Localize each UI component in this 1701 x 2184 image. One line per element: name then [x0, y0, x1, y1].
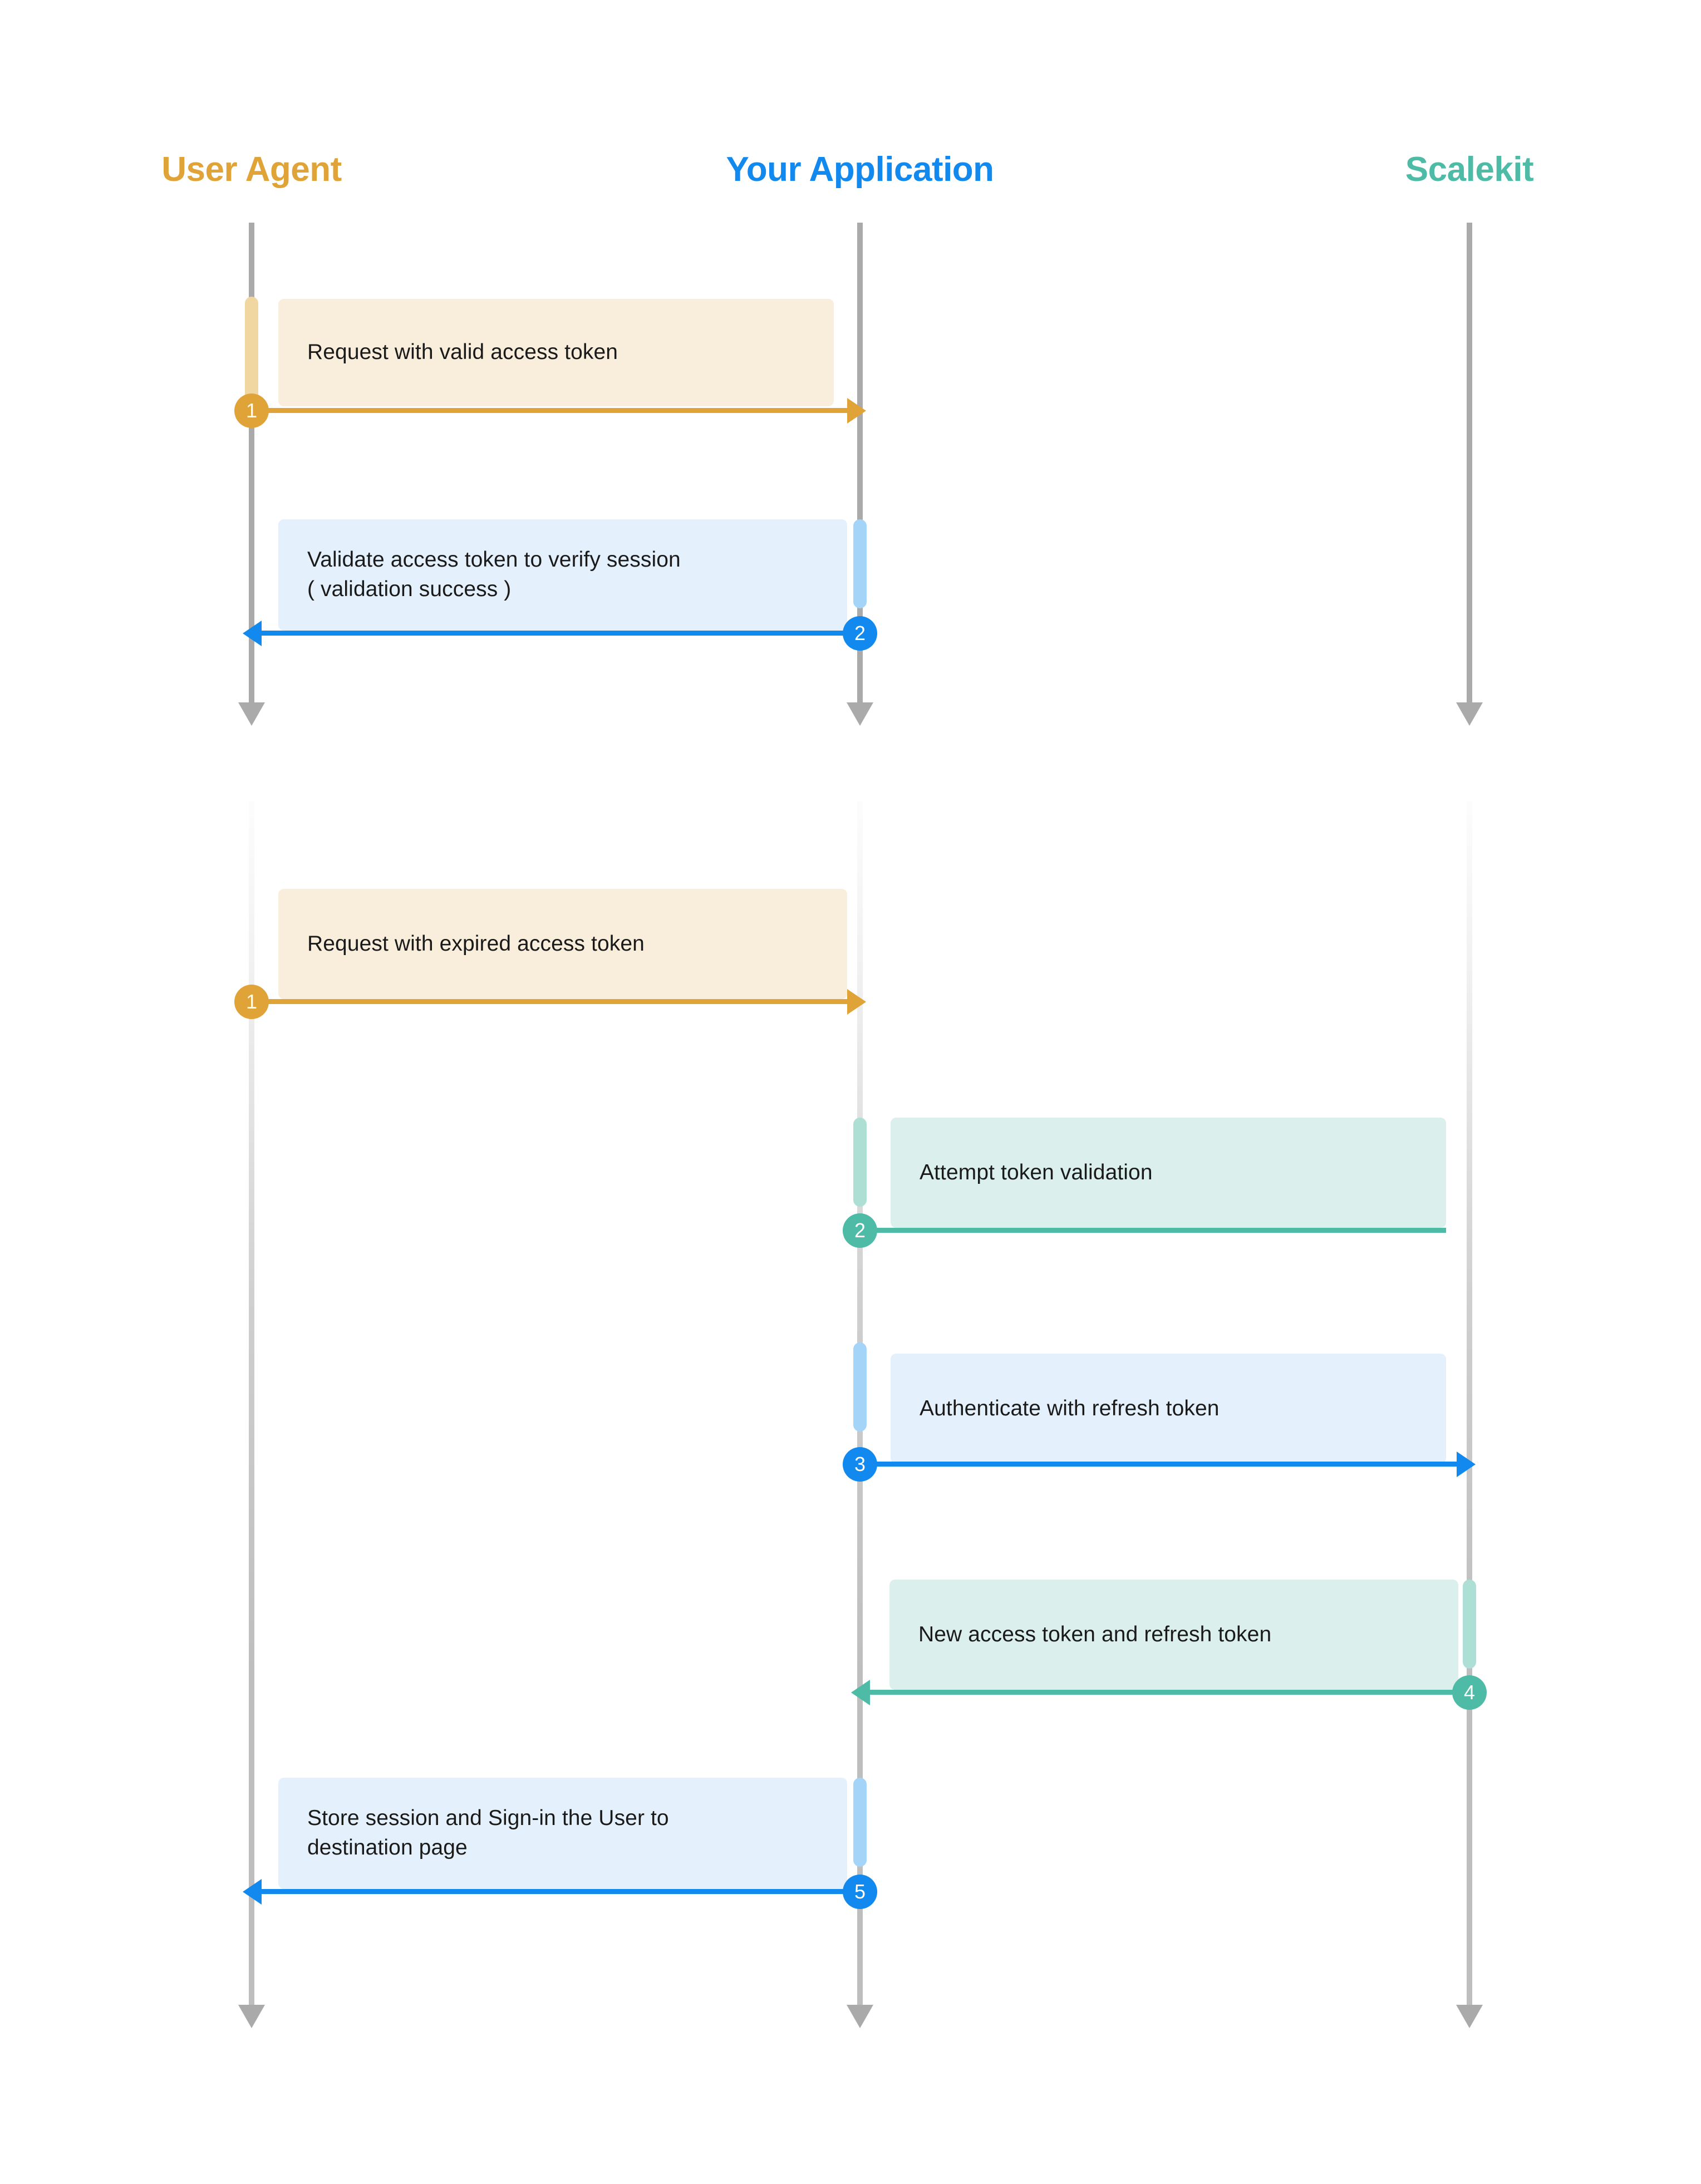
arrowhead-right-icon — [1457, 1452, 1476, 1477]
activation-your-application-step-2 — [853, 1118, 867, 1207]
lifeline-your-application-1 — [857, 223, 863, 712]
actor-header-your-application: Your Application — [726, 150, 994, 189]
message-arrow-2-validation-success — [262, 631, 860, 636]
note-text: Attempt token validation — [920, 1160, 1153, 1184]
activation-your-application-step-5 — [853, 1778, 867, 1867]
note-text: Request with expired access token — [307, 931, 645, 956]
step-badge-3: 3 — [843, 1447, 877, 1482]
arrowhead-right-icon — [847, 989, 866, 1015]
note-new-access-token-and-refresh-token: New access token and refresh token — [889, 1580, 1458, 1690]
activation-scalekit-step-4 — [1463, 1580, 1476, 1669]
note-text: Request with valid access token — [307, 340, 618, 365]
note-text-line-1: Validate access token to verify session — [307, 548, 681, 572]
lifeline-end-arrow-your-application-2 — [847, 2005, 873, 2028]
note-authenticate-with-refresh-token: Authenticate with refresh token — [891, 1354, 1446, 1464]
lifeline-end-arrow-scalekit-2 — [1456, 2005, 1483, 2028]
note-text-line-2: ( validation success ) — [307, 577, 512, 601]
note-text-line-2: destination page — [307, 1836, 468, 1860]
note-validate-access-token: Validate access token to verify session … — [278, 519, 847, 631]
message-line-2-attempt-validation — [868, 1228, 1446, 1233]
note-text-line-1: Store session and Sign-in the User to — [307, 1806, 669, 1831]
note-store-session-and-signin: Store session and Sign-in the User to de… — [278, 1778, 847, 1889]
step-badge-2: 2 — [843, 1213, 877, 1248]
lifeline-scalekit-1 — [1467, 223, 1472, 712]
activation-your-application-step-3 — [853, 1342, 867, 1432]
note-text: New access token and refresh token — [918, 1622, 1272, 1646]
step-badge-2: 2 — [843, 616, 877, 651]
step-badge-1: 1 — [234, 393, 269, 428]
note-request-with-valid-access-token: Request with valid access token — [278, 299, 834, 406]
lifeline-user-agent-2 — [249, 801, 254, 2015]
arrowhead-left-icon — [243, 621, 262, 646]
lifeline-user-agent-1 — [249, 223, 254, 712]
arrowhead-right-icon — [847, 398, 866, 424]
lifeline-end-arrow-user-agent-1 — [238, 702, 265, 726]
lifeline-scalekit-2 — [1467, 801, 1472, 2015]
note-text: Authenticate with refresh token — [920, 1396, 1220, 1420]
message-arrow-1-valid-request — [252, 408, 850, 413]
step-badge-5: 5 — [843, 1875, 877, 1909]
message-arrow-1-expired-request — [252, 999, 850, 1004]
lifeline-end-arrow-user-agent-2 — [238, 2005, 265, 2028]
arrowhead-left-icon — [243, 1879, 262, 1905]
activation-your-application-step-2 — [853, 519, 867, 608]
message-arrow-4-new-tokens — [870, 1690, 1469, 1695]
actor-header-scalekit: Scalekit — [1405, 150, 1534, 189]
note-request-with-expired-access-token: Request with expired access token — [278, 889, 847, 999]
step-badge-4: 4 — [1452, 1675, 1487, 1710]
activation-user-agent-step-1 — [245, 297, 258, 408]
note-attempt-token-validation: Attempt token validation — [891, 1118, 1446, 1228]
step-badge-1: 1 — [234, 985, 269, 1019]
lifeline-end-arrow-scalekit-1 — [1456, 702, 1483, 726]
arrowhead-left-icon — [851, 1680, 870, 1705]
message-arrow-5-store-session — [262, 1889, 860, 1894]
actor-header-user-agent: User Agent — [161, 150, 342, 189]
lifeline-end-arrow-your-application-1 — [847, 702, 873, 726]
message-arrow-3-authenticate — [860, 1462, 1459, 1467]
